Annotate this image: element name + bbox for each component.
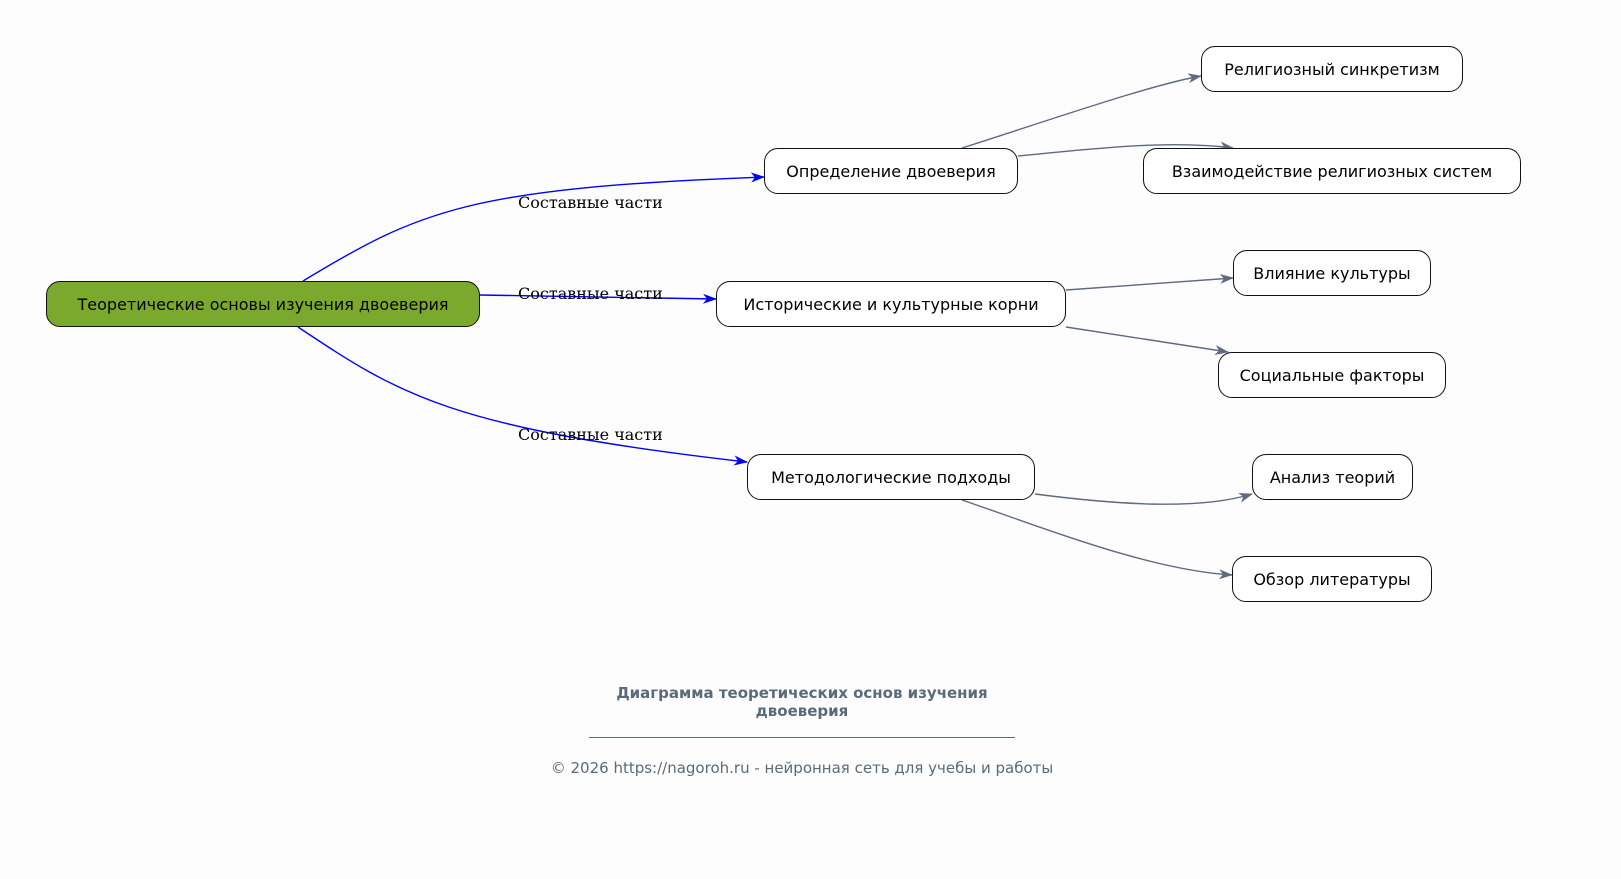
node-review[interactable]: Обзор литературы bbox=[1232, 556, 1432, 602]
edge-roots-to-culture bbox=[1065, 273, 1234, 291]
node-interaction[interactable]: Взаимодействие религиозных систем bbox=[1143, 148, 1521, 194]
footer-divider bbox=[589, 737, 1015, 738]
node-historical-roots[interactable]: Исторические и культурные корни bbox=[716, 281, 1066, 327]
node-syncretism[interactable]: Религиозный синкретизм bbox=[1201, 46, 1463, 92]
node-methods[interactable]: Методологические подходы bbox=[747, 454, 1035, 500]
edge-root-to-roots bbox=[479, 293, 717, 304]
edge-root-to-definition bbox=[302, 172, 765, 282]
edge-roots-to-social bbox=[1065, 326, 1229, 355]
edge-methods-to-analysis bbox=[1034, 493, 1253, 505]
edge-root-to-methods bbox=[297, 326, 748, 466]
node-social[interactable]: Социальные факторы bbox=[1218, 352, 1446, 398]
edge-methods-to-review bbox=[961, 499, 1233, 580]
root-node[interactable]: Теоретические основы изучения двоеверия bbox=[46, 281, 480, 327]
edge-label: Составные части bbox=[518, 425, 663, 444]
edge-definition-to-syncretism bbox=[961, 73, 1202, 149]
edge-definition-to-interaction bbox=[1017, 141, 1234, 157]
node-analysis[interactable]: Анализ теорий bbox=[1252, 454, 1413, 500]
edge-label: Составные части bbox=[518, 193, 663, 212]
diagram-title: Диаграмма теоретических основ изучения д… bbox=[0, 684, 1604, 720]
copyright: © 2026 https://nagoroh.ru - нейронная се… bbox=[550, 759, 1054, 777]
diagram-title-line1: Диаграмма теоретических основ изучения bbox=[616, 684, 988, 702]
diagram-title-line2: двоеверия bbox=[755, 702, 849, 720]
edge-label: Составные части bbox=[518, 284, 663, 303]
node-culture[interactable]: Влияние культуры bbox=[1233, 250, 1431, 296]
node-definition[interactable]: Определение двоеверия bbox=[764, 148, 1018, 194]
